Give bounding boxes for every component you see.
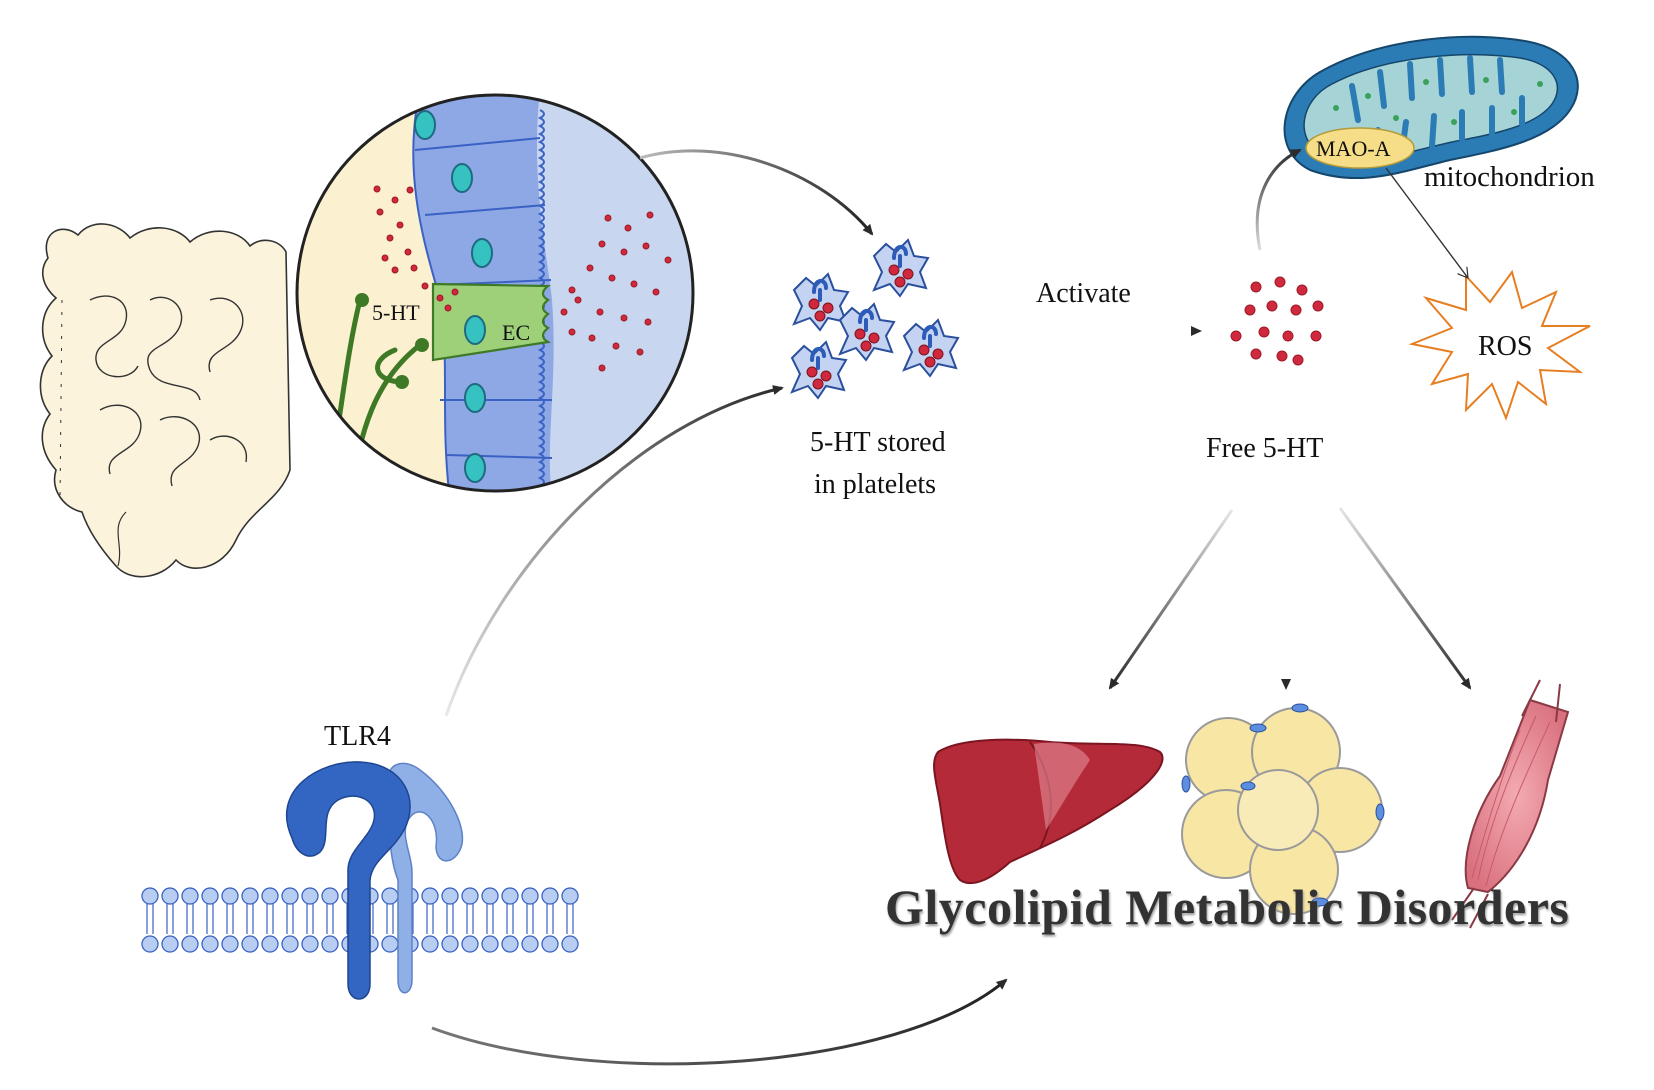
- label-5ht-gut: 5-HT: [372, 300, 420, 325]
- label-stored-line1: 5-HT stored: [810, 427, 946, 458]
- liver-illustration: [933, 738, 1164, 885]
- label-maoa: MAO-A: [1316, 136, 1391, 161]
- arrow-tlr4-to-disorders: [431, 978, 1008, 1066]
- label-free-5ht: Free 5-HT: [1206, 433, 1324, 464]
- intestine-illustration: [39, 223, 291, 578]
- muscle-illustration: [1451, 679, 1570, 929]
- diagram-title: Glycolipid Metabolic Disorders: [885, 879, 1570, 935]
- serotonin-dots-lumen: [560, 211, 672, 372]
- serotonin-dots-gut: [373, 185, 459, 312]
- label-activate: Activate: [1036, 278, 1131, 309]
- platelet-cluster: [790, 238, 960, 400]
- arrow-maoa-to-ros: [1385, 167, 1468, 278]
- maoa-enzyme: [1305, 127, 1415, 169]
- label-ros: ROS: [1478, 331, 1533, 362]
- free-serotonin-dots: [1230, 276, 1324, 366]
- label-tlr4: TLR4: [324, 721, 391, 752]
- arrow-to-liver: [1108, 509, 1234, 690]
- tlr4-receptor: [141, 761, 579, 1000]
- label-stored-line2: in platelets: [814, 469, 937, 500]
- adipocyte-cluster: [1181, 703, 1385, 915]
- arrow-to-mitochondrion: [1255, 148, 1302, 251]
- ros-burst: [1408, 269, 1591, 421]
- arrow-tlr4-to-platelets: [444, 385, 784, 717]
- label-mitochondrion: mitochondrion: [1424, 161, 1595, 193]
- arrow-gut-to-platelets: [639, 149, 874, 236]
- gut-wall-zoom-circle: [295, 93, 695, 493]
- arrow-to-muscle: [1338, 507, 1472, 690]
- label-ec-cell: EC: [502, 320, 531, 345]
